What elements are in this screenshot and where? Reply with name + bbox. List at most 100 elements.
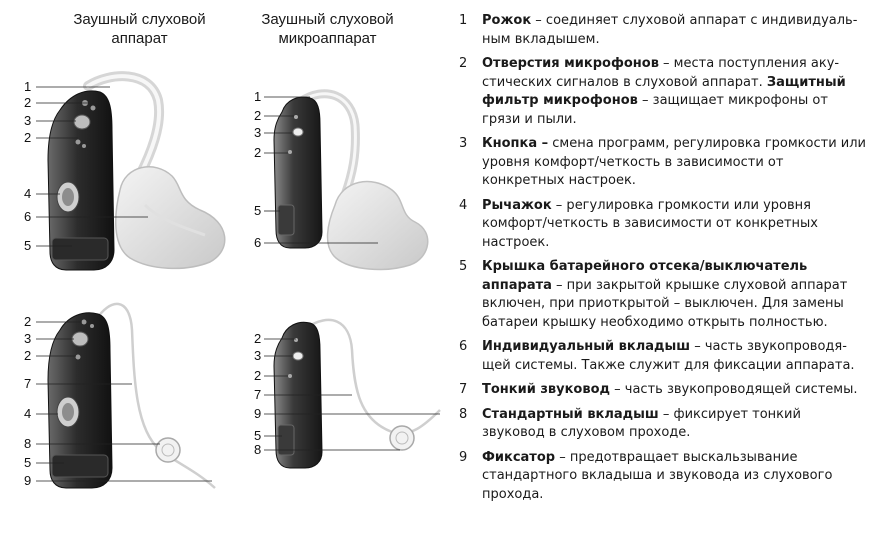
legend-item: 1 Рожок – соединяет слуховой аппарат с и… <box>455 12 867 49</box>
legend-text: Тонкий звуковод – часть звукопроводящей … <box>482 381 867 400</box>
legend-number: 3 <box>459 136 468 151</box>
mini-aid-bottom <box>273 318 441 469</box>
callout-number: 9 <box>24 473 32 488</box>
program-button <box>292 351 304 361</box>
bte-aid-top <box>47 71 226 271</box>
callout-number: 2 <box>254 368 262 383</box>
legend-term: Отверстия микрофонов <box>482 56 659 71</box>
callout-number: 6 <box>24 209 32 224</box>
legend-number: 5 <box>459 259 468 274</box>
legend-description: – регулировка громкости или уровня комфо… <box>482 197 818 250</box>
mini-figure-title: Заушный слуховой микроаппарат <box>261 11 394 47</box>
legend-number: 7 <box>459 382 468 397</box>
legend-item: 5 Крышка батарейного отсека/выключатель … <box>455 258 867 332</box>
legend-description: смена программ, регулировка громкости ил… <box>482 136 866 188</box>
callout-number: 4 <box>24 406 32 421</box>
legend-term: Рожок <box>482 13 532 28</box>
legend-number: 1 <box>459 13 468 28</box>
program-button <box>71 331 89 347</box>
callout-number: 8 <box>24 436 32 451</box>
callout-number: 5 <box>254 203 262 218</box>
legend-number: 2 <box>459 56 468 71</box>
legend-term: Крышка батарейного отсека/выключатель ап… <box>482 259 808 293</box>
callout-number: 1 <box>254 89 262 104</box>
callout-number: 2 <box>24 95 32 110</box>
battery-door <box>277 424 295 456</box>
legend-item: 9 Фиксатор – предотвращает выскальзывани… <box>455 449 867 505</box>
callout-number: 2 <box>24 130 32 145</box>
callout-number: 9 <box>254 406 262 421</box>
callout-number: 5 <box>24 455 32 470</box>
legend-number: 9 <box>459 449 468 465</box>
thin-tube <box>94 302 216 489</box>
dome <box>389 425 415 451</box>
battery-door <box>51 237 109 261</box>
legend-term: Тонкий звуковод <box>482 382 611 397</box>
legend-term: Индивидуальный вкладыш <box>482 339 691 354</box>
callout-number: 8 <box>254 442 262 457</box>
legend-term: Рычажок <box>482 197 552 213</box>
legend-description: – места поступления аку-стических сигнал… <box>482 56 840 90</box>
callout-number: 2 <box>254 108 262 123</box>
callout-number: 3 <box>254 125 262 140</box>
legend-text: Кнопка – смена программ, регулировка гро… <box>482 135 867 191</box>
legend-item: 7 Тонкий звуковод – часть звукопроводяще… <box>455 381 867 400</box>
legend-description: – защищает микрофоны от грязи и пыли. <box>482 93 828 127</box>
program-button <box>292 127 304 137</box>
mini-bottom-leader-lines <box>264 338 440 451</box>
bte-top-leader-lines <box>36 86 148 247</box>
callout-number: 3 <box>254 348 262 363</box>
legend-term: Кнопка – <box>482 136 549 151</box>
battery-door <box>51 454 109 478</box>
legend-item: 3 Кнопка – смена программ, регулировка г… <box>455 135 867 191</box>
callout-number: 2 <box>24 348 32 363</box>
callout-number: 7 <box>24 376 32 391</box>
hearing-aid-diagrams <box>36 71 441 489</box>
bte-aid-bottom <box>47 302 216 489</box>
custom-earmold <box>326 180 429 271</box>
callout-number: 2 <box>24 314 32 329</box>
callout-number: 5 <box>254 428 262 443</box>
legend-text: Крышка батарейного отсека/выключатель ап… <box>482 258 867 332</box>
callout-number: 3 <box>24 113 32 128</box>
legend-description: – часть звукопроводя-щей системы. Также … <box>482 339 855 373</box>
callout-number: 3 <box>24 331 32 346</box>
legend-text: Фиксатор – предотвращает выскальзывание … <box>482 449 867 505</box>
bte-bottom-leader-lines <box>36 321 212 482</box>
legend-term: Фиксатор <box>482 449 556 465</box>
callout-number: 4 <box>24 186 32 201</box>
legend-number: 4 <box>459 197 468 213</box>
legend-description: – предотвращает выскальзывание стандартн… <box>482 449 833 502</box>
legend-item: 6 Индивидуальный вкладыш – часть звукопр… <box>455 338 867 375</box>
legend-text: Индивидуальный вкладыш – часть звукопров… <box>482 338 867 375</box>
legend-description: – часть звукопроводящей системы. <box>610 382 858 397</box>
mini-top-leader-lines <box>264 96 378 244</box>
thin-tube <box>305 318 441 435</box>
callout-number: 7 <box>254 387 262 402</box>
parts-legend: 1 Рожок – соединяет слуховой аппарат с и… <box>455 12 867 510</box>
legend-text: Рычажок – регулировка громкости или уров… <box>482 197 867 253</box>
legend-text: Стандартный вкладыш – фиксирует тонкий з… <box>482 406 867 443</box>
legend-number: 6 <box>459 339 468 354</box>
legend-text: Рожок – соединяет слуховой аппарат с инд… <box>482 12 867 49</box>
legend-text: Отверстия микрофонов – места поступления… <box>482 55 867 129</box>
program-button <box>73 114 91 130</box>
bte-figure-title: Заушный слуховой аппарат <box>73 11 206 47</box>
mini-aid-top <box>273 89 429 271</box>
legend-item: 8 Стандартный вкладыш – фиксирует тонкий… <box>455 406 867 443</box>
legend-item: 2 Отверстия микрофонов – места поступлен… <box>455 55 867 129</box>
callout-number: 2 <box>254 331 262 346</box>
legend-description: – при закрытой крышке слуховой аппарат в… <box>482 277 848 330</box>
legend-item: 4 Рычажок – регулировка громкости или ур… <box>455 197 867 253</box>
dome <box>155 437 181 463</box>
legend-description: – фиксирует тонкий звуковод в слуховом п… <box>482 406 801 441</box>
callout-number: 1 <box>24 79 32 94</box>
legend-description: – соединяет слуховой аппарат с индивидуа… <box>482 13 858 47</box>
callout-number: 2 <box>254 145 262 160</box>
callout-number: 6 <box>254 235 262 250</box>
battery-door <box>277 204 295 236</box>
legend-term: Стандартный вкладыш <box>482 406 659 422</box>
custom-earmold <box>115 166 226 270</box>
legend-number: 8 <box>459 406 468 422</box>
bte-body <box>47 90 115 271</box>
